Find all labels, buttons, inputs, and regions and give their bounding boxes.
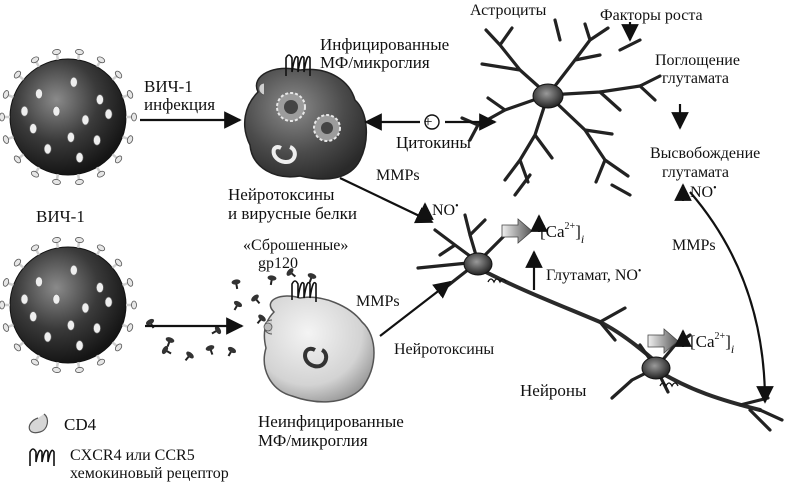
gp120-icon <box>184 351 194 362</box>
gp120-icon <box>227 346 237 357</box>
hiv-virion-icon-top <box>0 47 138 187</box>
legend-receptor-label-1: CXCR4 или CCR5 <box>70 447 195 464</box>
arrow-neurotoxins-bottom <box>379 280 452 337</box>
fat-arrow-ca-top <box>501 218 533 244</box>
infected-macrophage <box>243 54 368 180</box>
gp120-icon <box>267 275 277 286</box>
gp120-icon <box>307 273 317 283</box>
cd4-legend-icon <box>28 413 49 434</box>
hiv-infection-label-1: ВИЧ-1 <box>144 77 193 96</box>
glutamate-uptake-label-2: глутамата <box>662 70 729 87</box>
uninfected-macrophage <box>263 280 375 403</box>
arrow-mmps-right <box>689 191 774 404</box>
gp120-icon <box>161 345 172 355</box>
shed-gp120-label-2: gp120 <box>258 255 298 272</box>
ca-top-label: [Ca2+]i <box>540 221 584 246</box>
no-right-label: NO• <box>690 183 717 201</box>
fat-arrow-ca-bottom <box>647 328 679 354</box>
legend-cd4-label: CD4 <box>64 415 97 434</box>
legend <box>28 413 55 466</box>
astrocytes-label: Астроциты <box>470 2 547 19</box>
gp120-icon <box>205 345 215 355</box>
glutamate-no-label: Глутамат, NO• <box>546 266 641 284</box>
cytokines-label: Цитокины <box>396 133 472 152</box>
astrocyte-icon <box>460 18 662 197</box>
plus-label: + <box>423 114 432 131</box>
chemokine-receptor-icon-2 <box>291 280 317 302</box>
uninfected-mf-label-2: МФ/микроглия <box>258 431 368 450</box>
gp120-icon <box>233 300 243 311</box>
chemokine-receptor-icon <box>285 54 311 76</box>
neurotoxins-label: Нейротоксины <box>394 341 494 358</box>
plus-circle <box>424 114 440 130</box>
labels: ВИЧ-1 инфекция Инфицированные МФ/микрогл… <box>36 2 760 482</box>
mmps-mid-label: MMPs <box>356 293 400 310</box>
arrows <box>140 22 774 404</box>
gp120-icon <box>145 318 155 329</box>
glutamate-uptake-label-1: Поглощение <box>655 52 740 69</box>
legend-receptor-label-2: хемокиновый рецептор <box>70 465 229 482</box>
gp120-icon <box>165 337 175 347</box>
gp120-icon <box>256 314 266 325</box>
receptor-legend-icon <box>29 448 55 466</box>
hiv1-label: ВИЧ-1 <box>36 207 85 226</box>
uninfected-mf-label-1: Неинфицированные <box>258 412 404 431</box>
infected-mf-label-1: Инфицированные <box>320 35 449 54</box>
ca-bottom-label: [Ca2+]i <box>690 331 734 356</box>
hiv-virion-icon-bottom <box>0 235 138 375</box>
gp120-icon <box>231 279 241 290</box>
neuron-icon-top <box>416 213 658 364</box>
shed-gp120-label-1: «Сброшенные» <box>243 237 348 254</box>
mmps-top-label: MMPs <box>376 167 420 184</box>
glutamate-release-label-1: Высвобождение <box>650 145 760 162</box>
gp120-icon <box>211 325 222 335</box>
gp120-icon <box>286 268 297 278</box>
neurotoxins-viral-label-2: и вирусные белки <box>228 204 357 223</box>
infected-mf-label-2: МФ/микроглия <box>320 53 430 72</box>
neurons-label: Нейроны <box>520 381 587 400</box>
mmps-right-label: MMPs <box>672 237 716 254</box>
no-top-label: NO• <box>432 201 459 219</box>
hiv-infection-label-2: инфекция <box>144 95 215 114</box>
glutamate-release-label-2: глутамата <box>662 164 729 181</box>
neurotoxins-viral-label-1: Нейротоксины <box>228 185 335 204</box>
growth-factors-label: Факторы роста <box>600 7 703 24</box>
gp120-icon <box>251 294 261 305</box>
gp120-icon-group <box>145 268 317 362</box>
neuron-icon-bottom <box>610 333 784 432</box>
